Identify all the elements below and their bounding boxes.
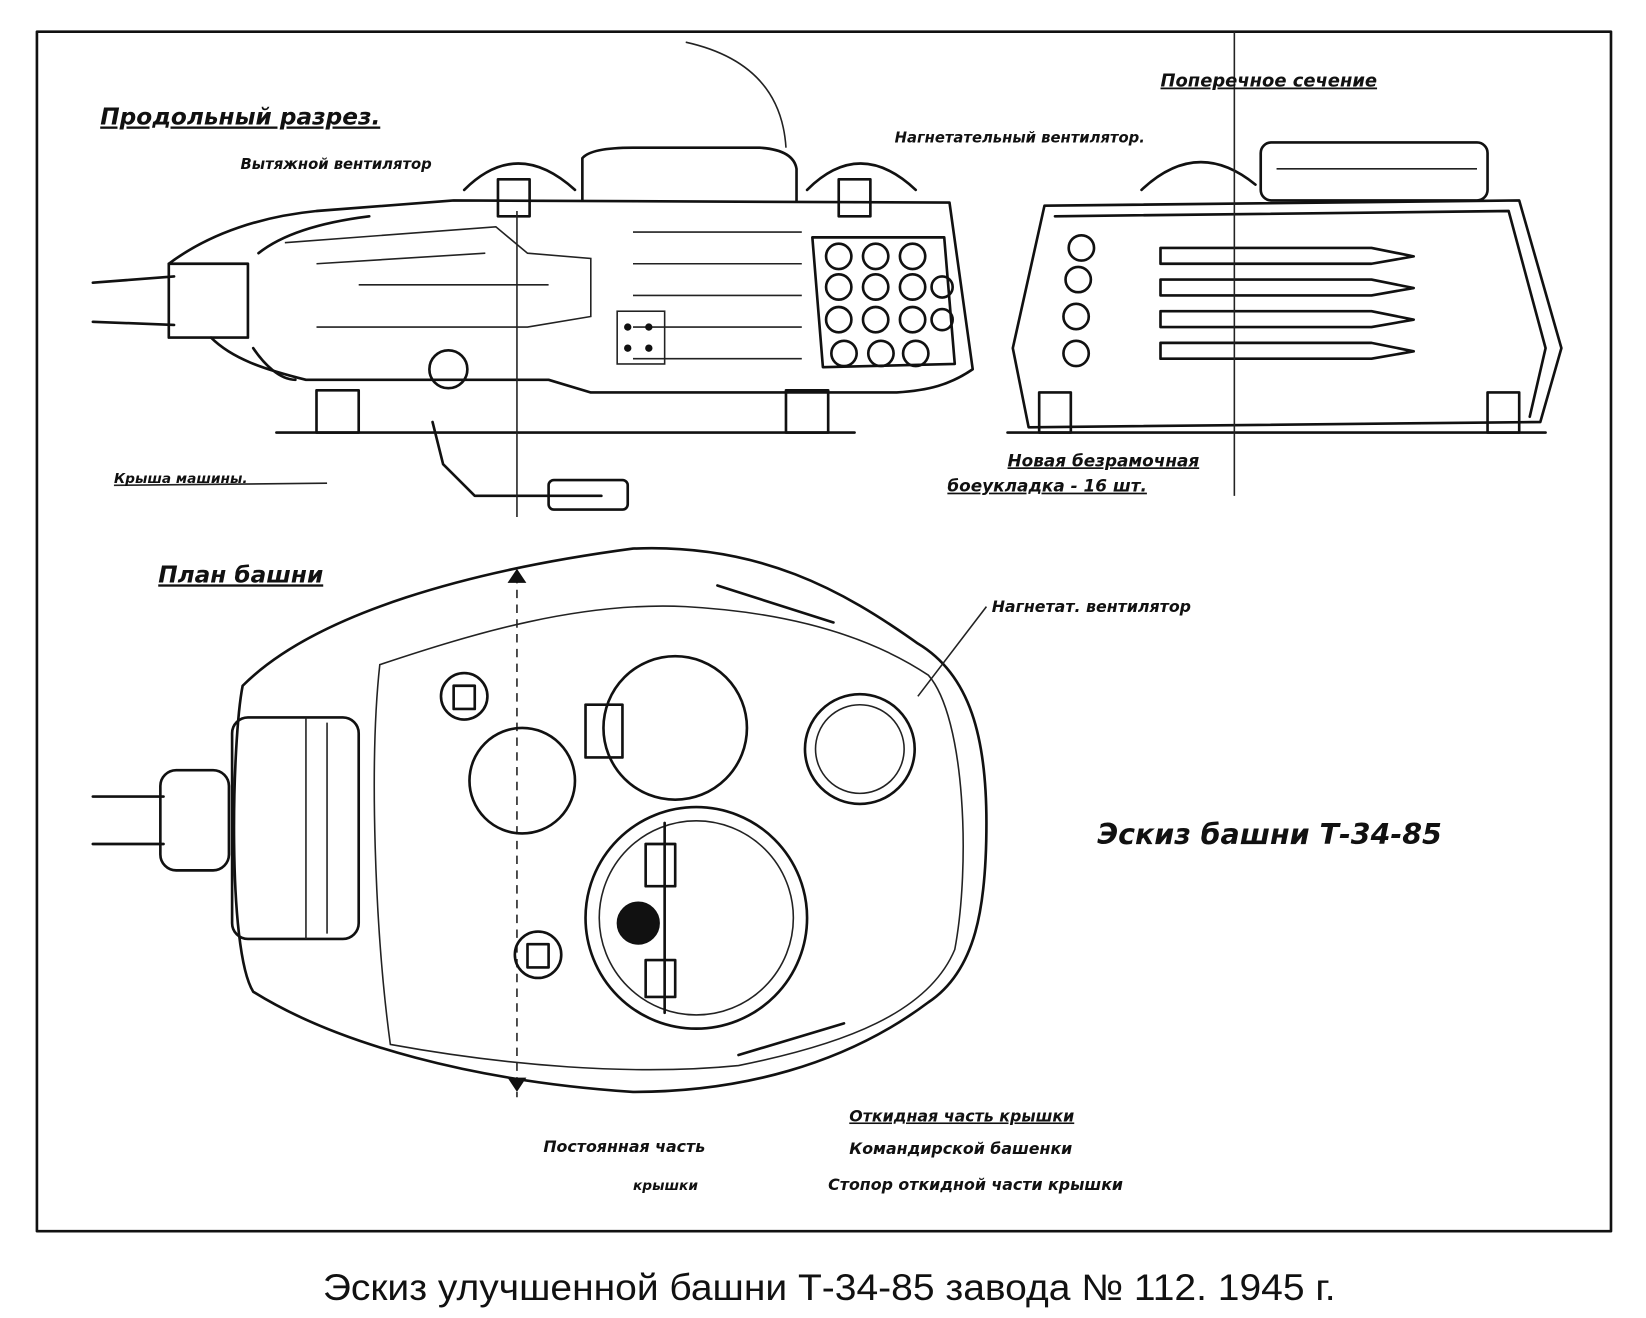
label-supply-fan-plan: Нагнетат. вентилятор bbox=[992, 597, 1191, 616]
longitudinal-section bbox=[91, 41, 975, 517]
label-ammo-line2: боеукладка - 16 шт. bbox=[947, 476, 1147, 496]
label-vehicle-roof: Крыша машины. bbox=[114, 471, 248, 487]
drawing-frame bbox=[35, 30, 1613, 1233]
cross-section bbox=[1006, 31, 1563, 496]
label-stopper: Стопор откидной части крышки bbox=[828, 1175, 1123, 1194]
ammo-rack-side bbox=[811, 236, 957, 369]
label-exhaust-fan: Вытяжной вентилятор bbox=[241, 156, 432, 173]
label-commander-cupola: Командирской башенки bbox=[849, 1139, 1072, 1158]
commander-cupola bbox=[584, 805, 809, 1030]
label-fixed-part-cover: крышки bbox=[633, 1178, 698, 1194]
plan-view bbox=[91, 546, 988, 1098]
figure-caption: Эскиз улучшенной башни Т-34-85 завода № … bbox=[323, 1267, 1336, 1308]
label-cross-section: Поперечное сечение bbox=[1161, 71, 1378, 92]
label-supply-fan: Нагнетательный вентилятор. bbox=[895, 129, 1145, 146]
label-fixed-part: Постоянная часть bbox=[543, 1137, 705, 1156]
label-longitudinal-section: Продольный разрез. bbox=[100, 103, 380, 130]
labels: Продольный разрез. Вытяжной вентилятор Н… bbox=[100, 71, 1442, 1195]
label-plan-view: План башни bbox=[158, 561, 323, 588]
label-hinged-part: Откидная часть крышки bbox=[849, 1106, 1074, 1125]
shells-cross bbox=[1062, 233, 1416, 368]
label-sketch-title: Эскиз башни Т-34-85 bbox=[1097, 818, 1442, 851]
label-ammo-line1: Новая безрамочная bbox=[1008, 450, 1200, 470]
